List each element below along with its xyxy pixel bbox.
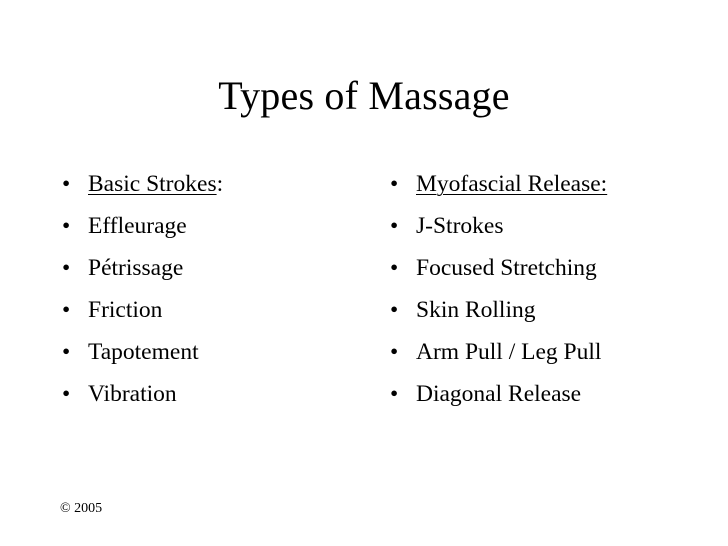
bullet-text: Focused Stretching	[416, 255, 597, 281]
bullet-text: J-Strokes	[416, 213, 504, 239]
bullet-icon: •	[390, 255, 399, 281]
copyright-footer: © 2005	[60, 501, 103, 516]
bullet-icon: •	[390, 297, 399, 323]
bullet-text: Friction	[88, 297, 163, 323]
bullet-icon: •	[390, 381, 399, 407]
bullet-text: Tapotement	[88, 339, 199, 365]
bullet-text: Pétrissage	[88, 255, 184, 281]
bullet-icon: •	[390, 213, 399, 239]
bullet-text: Vibration	[88, 381, 177, 407]
bullet-heading: Basic Strokes:	[88, 163, 223, 205]
bullet-icon: •	[62, 297, 71, 323]
heading-suffix: :	[216, 171, 224, 197]
bullet-icon: •	[62, 255, 71, 281]
bullet-icon: •	[62, 171, 71, 197]
bullet-text: Diagonal Release	[416, 381, 582, 407]
bullet-icon: •	[390, 171, 399, 197]
slide-title: Types of Massage	[218, 73, 510, 118]
heading-label: Basic Strokes	[88, 171, 217, 197]
bullet-text: Arm Pull / Leg Pull	[416, 339, 602, 365]
bullet-icon: •	[62, 381, 71, 407]
bullet-icon: •	[62, 213, 71, 239]
bullet-icon: •	[390, 339, 399, 365]
bullet-icon: •	[62, 339, 71, 365]
bullet-heading: Myofascial Release:	[416, 171, 608, 197]
bullet-text: Skin Rolling	[416, 297, 536, 323]
bullet-text: Effleurage	[88, 213, 187, 239]
